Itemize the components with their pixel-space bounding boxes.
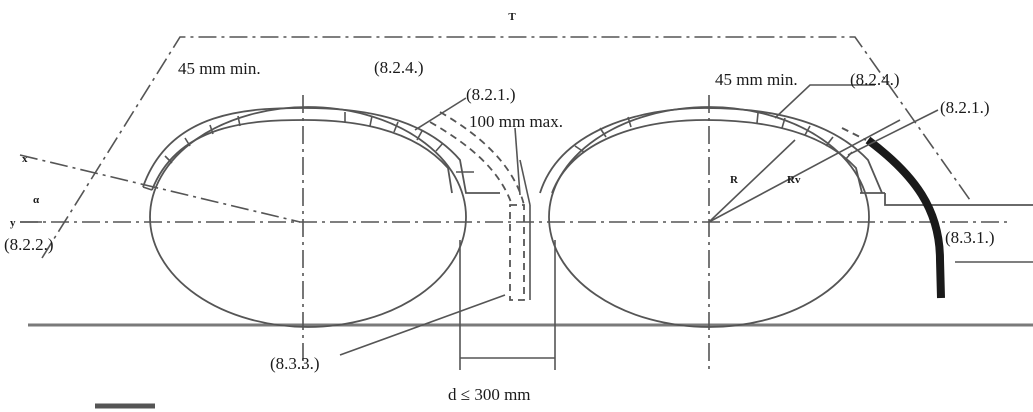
left-mudguard — [142, 107, 500, 194]
label-right-arc-ref: (8.2.4.) — [850, 70, 900, 89]
leader-8-2-1-left — [414, 97, 467, 131]
gap-max-dim — [514, 127, 521, 196]
radius-r-line — [708, 139, 796, 223]
label-radius-rv: Rv — [787, 174, 801, 186]
chassis-line — [884, 193, 1033, 206]
label-left-arc-min: 45 mm min. — [178, 59, 261, 78]
label-right-sill-ref: (8.2.1.) — [940, 98, 990, 117]
radius-rv-line — [708, 119, 901, 223]
label-alpha: α — [33, 194, 40, 206]
label-angle-ref: (8.2.2.) — [4, 235, 54, 254]
leader-8-3-3 — [339, 294, 506, 356]
rear-splash-flap — [865, 136, 945, 299]
flap-top-dash — [841, 127, 867, 141]
leader-8-2-1-right — [847, 109, 939, 156]
label-t: T — [508, 11, 516, 23]
left-wheel — [149, 106, 467, 328]
label-center-ref: (8.3.3.) — [270, 354, 320, 373]
label-distance: d ≤ 300 mm — [448, 385, 531, 404]
label-gap-max: 100 mm max. — [469, 112, 563, 131]
label-x-axis: x — [22, 153, 28, 165]
label-left-sill-ref: (8.2.1.) — [466, 85, 516, 104]
label-left-arc-ref: (8.2.4.) — [374, 58, 424, 77]
label-right-arc-min: 45 mm min. — [715, 70, 798, 89]
label-radius-r: R — [730, 174, 739, 186]
leader-8-2-4-right — [774, 84, 875, 119]
right-mudguard — [539, 107, 885, 194]
center-deflector — [429, 111, 531, 301]
t-envelope-line — [41, 36, 971, 259]
label-flap-ref: (8.3.1.) — [945, 228, 995, 247]
angle-alpha-line — [19, 154, 301, 223]
label-y-axis: y — [10, 217, 16, 229]
